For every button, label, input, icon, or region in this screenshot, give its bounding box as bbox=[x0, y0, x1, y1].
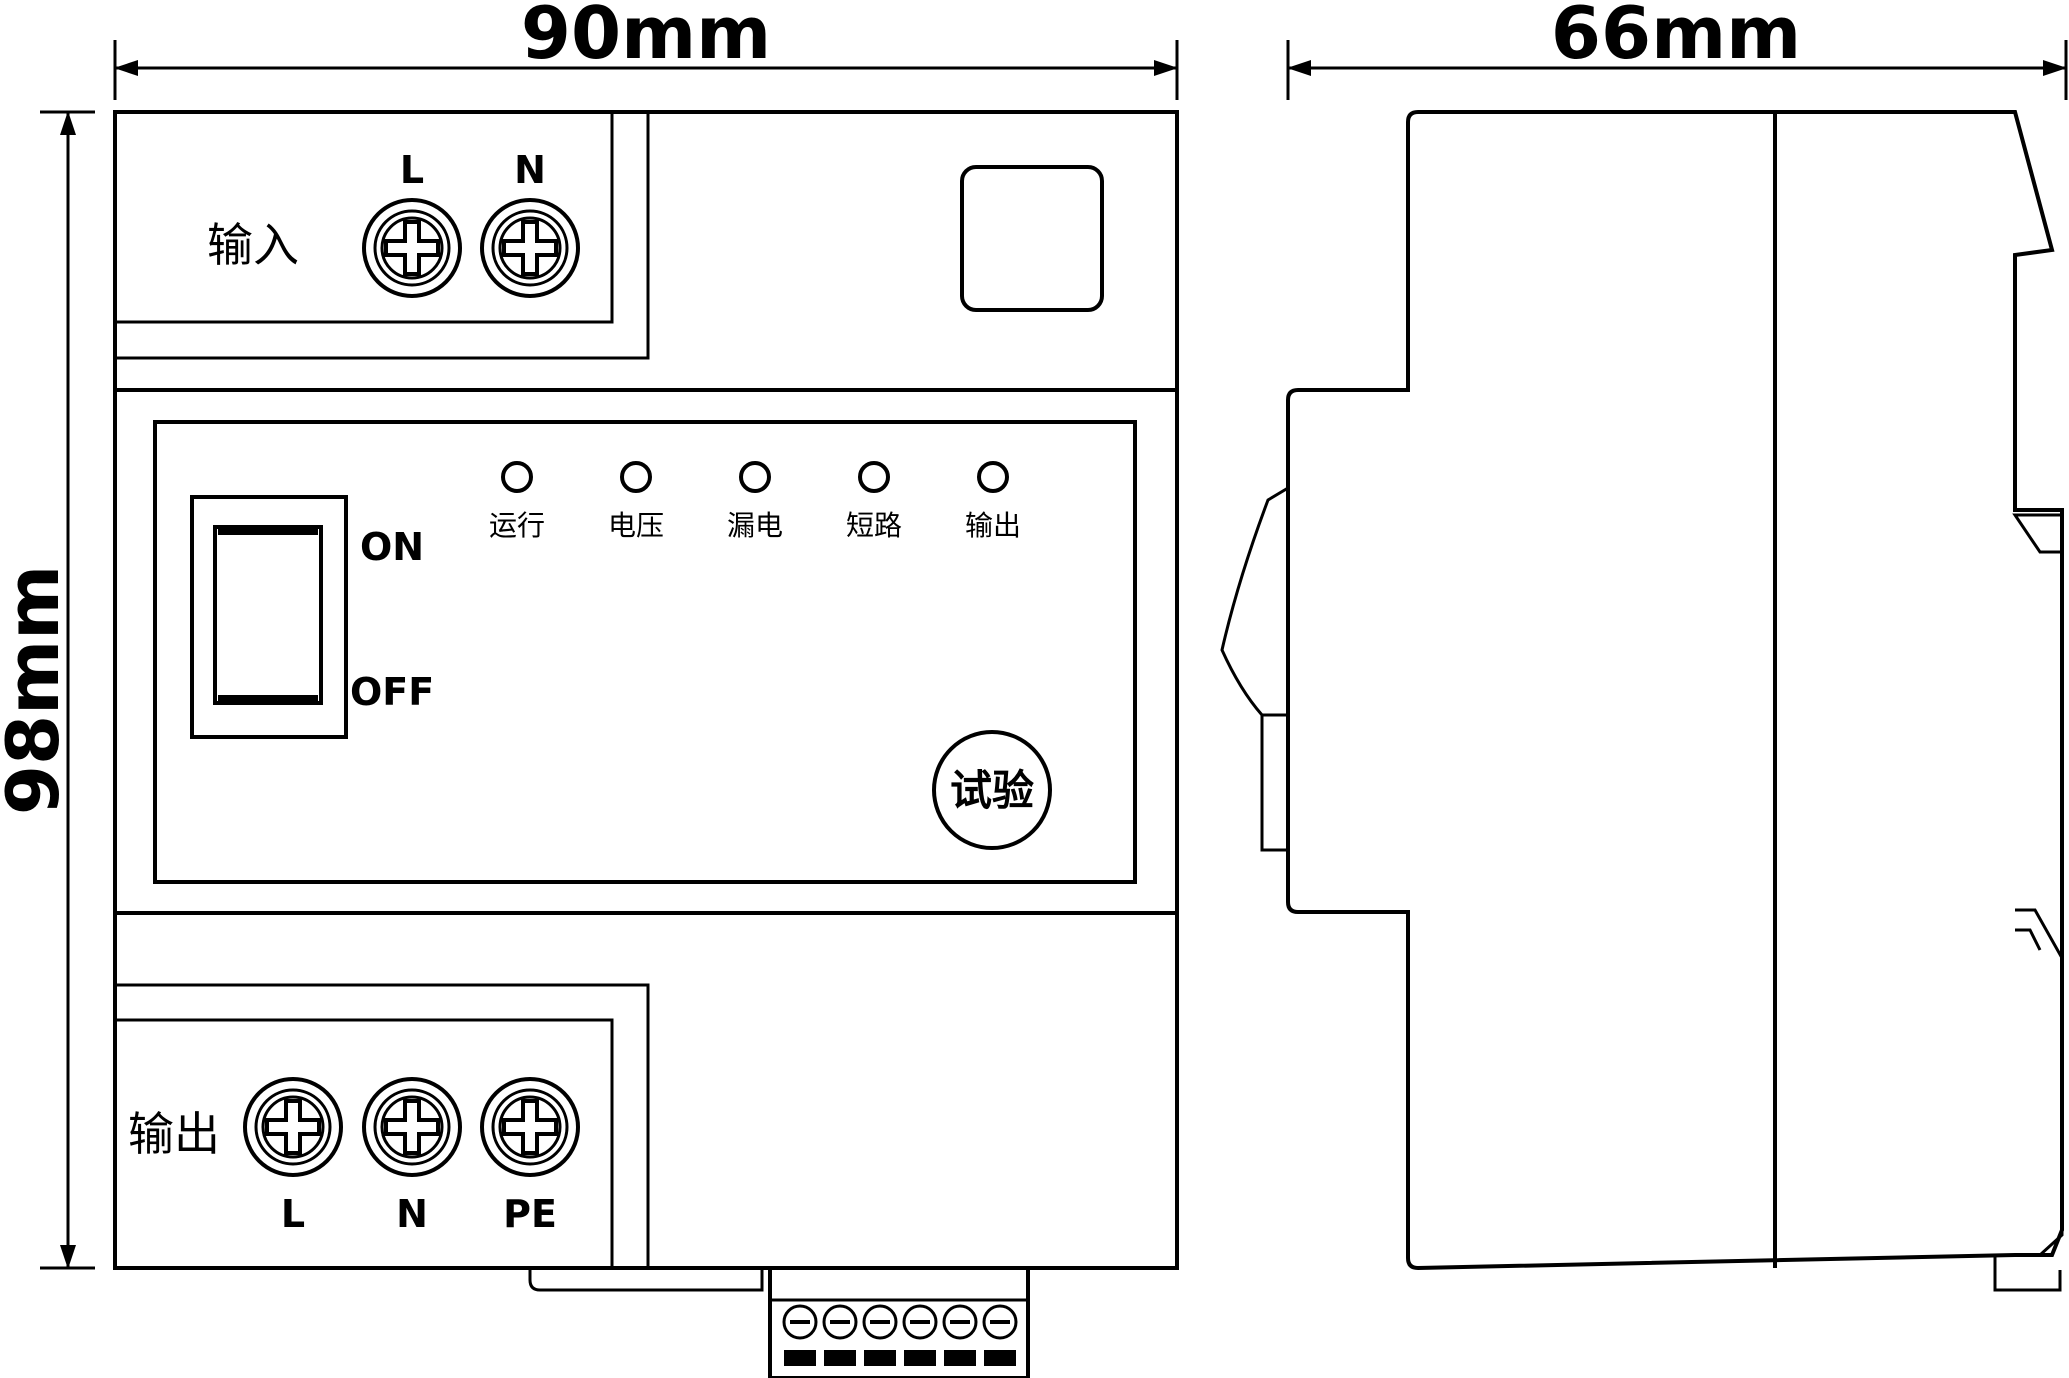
output-terminal-label: L bbox=[281, 1192, 305, 1236]
output-terminal-l[interactable]: L bbox=[243, 1077, 343, 1236]
indicator-label: 输出 bbox=[965, 509, 1021, 542]
test-button[interactable]: 试验 bbox=[932, 730, 1052, 850]
led-icon bbox=[501, 461, 533, 493]
input-terminal-l[interactable]: L bbox=[362, 148, 462, 298]
indicator-3: 短路 bbox=[846, 461, 902, 542]
side-housing bbox=[1286, 110, 2064, 1271]
indicator-label: 运行 bbox=[489, 509, 545, 542]
indicator-label: 短路 bbox=[846, 509, 902, 542]
indicator-label: 漏电 bbox=[727, 509, 783, 542]
indicator-4: 输出 bbox=[965, 461, 1021, 542]
connector-slot bbox=[864, 1350, 896, 1366]
output-terminal-label: N bbox=[396, 1192, 428, 1236]
indicator-row: 运行 电压 漏电 短路 输出 bbox=[489, 461, 1021, 542]
connector-slot bbox=[824, 1350, 856, 1366]
height-label: 98mm bbox=[0, 565, 75, 815]
led-icon bbox=[620, 461, 652, 493]
screw-icon bbox=[243, 1077, 343, 1177]
side-switch-lever bbox=[1220, 486, 1289, 852]
connector-slots bbox=[784, 1350, 1016, 1366]
indicator-1: 电压 bbox=[608, 461, 664, 542]
connector-screw-icon bbox=[862, 1304, 898, 1340]
dimension-side-width: 66mm bbox=[1286, 0, 2068, 100]
front-view bbox=[113, 110, 1179, 1378]
rail-clip-top bbox=[2012, 513, 2064, 554]
test-button-label: 试验 bbox=[950, 766, 1034, 815]
indicator-0: 运行 bbox=[489, 461, 545, 542]
output-label: 输出 bbox=[128, 1107, 220, 1161]
connector-slot bbox=[904, 1350, 936, 1366]
indicator-label: 电压 bbox=[608, 509, 664, 542]
connector-screw-icon bbox=[902, 1304, 938, 1340]
indicator-2: 漏电 bbox=[727, 461, 783, 542]
switch-on-label: ON bbox=[360, 525, 424, 569]
output-terminals: L N PE bbox=[243, 1077, 580, 1236]
side-width-label: 66mm bbox=[1551, 0, 1801, 75]
output-terminal-block bbox=[115, 983, 650, 1268]
input-terminal-label: L bbox=[400, 148, 424, 192]
connector-slot bbox=[944, 1350, 976, 1366]
switch-off-label: OFF bbox=[350, 670, 434, 714]
control-panel bbox=[153, 420, 1137, 884]
din-latch-tab bbox=[528, 1268, 764, 1292]
label-window bbox=[960, 165, 1104, 312]
input-label: 输入 bbox=[207, 218, 299, 272]
connector-screw-icon bbox=[982, 1304, 1018, 1340]
connector-screw-icon bbox=[942, 1304, 978, 1340]
dimension-height: 98mm bbox=[0, 110, 95, 1270]
rail-clip-bottom bbox=[2015, 908, 2064, 1257]
input-terminal-label: N bbox=[514, 148, 546, 192]
output-terminal-pe[interactable]: PE bbox=[480, 1077, 580, 1236]
output-terminal-n[interactable]: N bbox=[362, 1077, 462, 1236]
bottom-connector bbox=[768, 1266, 1030, 1378]
input-terminal-n[interactable]: N bbox=[480, 148, 580, 298]
front-width-label: 90mm bbox=[521, 0, 771, 75]
screw-icon bbox=[480, 198, 580, 298]
output-terminal-label: PE bbox=[503, 1192, 557, 1236]
side-view bbox=[1220, 110, 2064, 1292]
connector-screw-icon bbox=[822, 1304, 858, 1340]
connector-screw-icon bbox=[782, 1304, 818, 1340]
connector-slot bbox=[984, 1350, 1016, 1366]
screw-icon bbox=[480, 1077, 580, 1177]
connector-screws bbox=[782, 1304, 1018, 1340]
screw-icon bbox=[362, 1077, 462, 1177]
connector-slot bbox=[784, 1350, 816, 1366]
led-icon bbox=[858, 461, 890, 493]
rail-foot bbox=[1993, 1255, 2062, 1292]
power-switch[interactable] bbox=[190, 495, 348, 739]
led-icon bbox=[739, 461, 771, 493]
screw-icon bbox=[362, 198, 462, 298]
input-terminal-block bbox=[113, 110, 650, 360]
dimension-front-width: 90mm bbox=[113, 0, 1179, 100]
led-icon bbox=[977, 461, 1009, 493]
